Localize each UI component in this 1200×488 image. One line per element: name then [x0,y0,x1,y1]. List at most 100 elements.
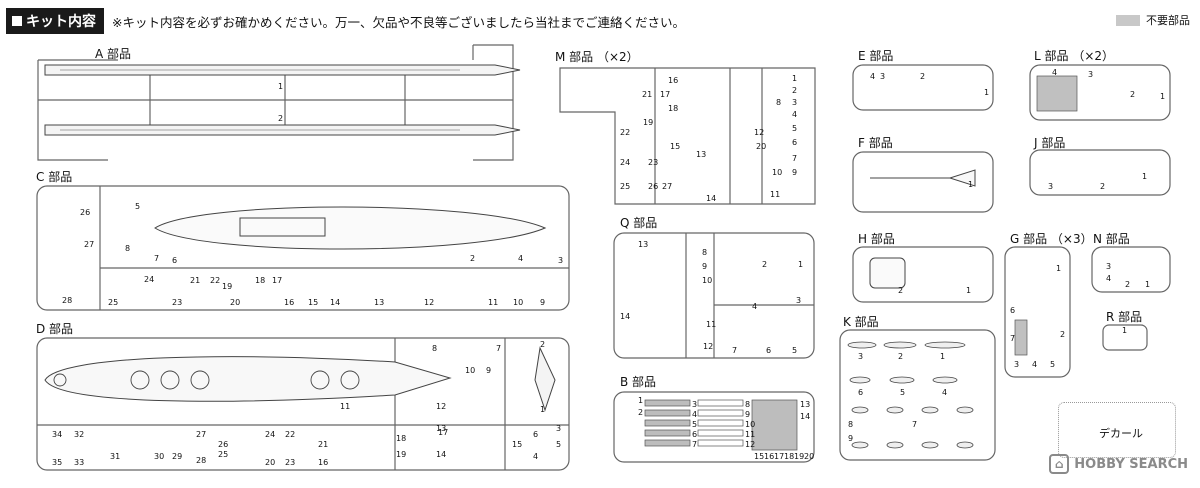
part-number: 18 [396,434,407,443]
part-number: 4 [1052,68,1058,77]
part-number: 24 [620,158,631,167]
part-number: 3 [1048,182,1054,191]
part-number: 17 [660,90,671,99]
l-unused-parts [1036,75,1078,112]
part-number: 6 [172,256,178,265]
part-number: 7 [912,420,918,429]
part-number: 28 [196,456,207,465]
part-number: 8 [776,98,782,107]
part-number: 20 [756,142,767,151]
part-number: 19 [794,452,805,461]
sprue-h-label: H 部品 [858,232,895,246]
part-number: 9 [745,410,751,419]
part-number: 20 [265,458,276,467]
part-number: 26 [80,208,91,217]
part-number: 7 [154,254,160,263]
bow-part-d2 [534,346,556,412]
part-number: 11 [745,430,756,439]
part-number: 4 [942,388,948,397]
part-number: 30 [154,452,165,461]
part-number: 24 [265,430,276,439]
part-number: 17 [438,428,449,437]
part-number: 14 [620,312,631,321]
part-number: 5 [135,202,141,211]
part-number: 2 [920,72,926,81]
part-number: 7 [732,346,738,355]
part-number: 12 [745,440,756,449]
sprue-b-frame [613,391,815,463]
unused-parts-label: 不要部品 [1146,14,1190,27]
unused-swatch [1116,14,1140,26]
sprue-n-label: N 部品 [1093,232,1130,246]
part-number: 1 [966,286,972,295]
part-number: 3 [558,256,564,265]
part-number: 2 [470,254,476,263]
part-number: 1 [1056,264,1062,273]
part-number: 6 [533,430,539,439]
unused-parts-legend: 不要部品 [1116,12,1190,28]
part-number: 2 [1060,330,1066,339]
sprue-d-frame [36,337,570,471]
part-number: 4 [870,72,876,81]
part-number: 4 [533,452,539,461]
part-number: 11 [340,402,351,411]
part-number: 5 [556,440,562,449]
kit-contents-header: キット内容 ※キット内容を必ずお確かめください。万一、欠品や不良等ございましたら… [6,8,685,34]
part-number: 13 [696,150,707,159]
sprue-b-label: B 部品 [620,375,657,389]
part-number: 1 [940,352,946,361]
square-icon [12,16,22,26]
part-number: 8 [745,400,751,409]
part-number: 6 [792,138,798,147]
part-number: 11 [706,320,717,329]
part-number: 23 [285,458,296,467]
part-number: 9 [848,434,854,443]
part-number: 6 [766,346,772,355]
part-number: 9 [540,298,546,307]
hobby-search-logo-icon: ⌂ [1049,454,1070,474]
part-number: 4 [1106,274,1112,283]
part-number: 10 [745,420,756,429]
sprue-g-label: G 部品 （×3） [1010,232,1093,246]
part-number: 3 [796,296,802,305]
part-number: 27 [662,182,673,191]
part-number: 19 [222,282,233,291]
part-number: 33 [74,458,85,467]
part-number: 25 [218,450,229,459]
part-number: 2 [278,114,284,123]
part-number: 22 [285,430,296,439]
part-number: 16 [668,76,679,85]
part-number: 3 [880,72,886,81]
part-number: 2 [540,340,546,349]
part-number: 14 [706,194,717,203]
decal-label: デカール [1099,427,1143,440]
part-number: 9 [702,262,708,271]
part-number: 35 [52,458,63,467]
part-number: 2 [792,86,798,95]
part-number: 9 [792,168,798,177]
part-number: 34 [52,430,63,439]
part-number: 17 [774,452,785,461]
part-number: 18 [668,104,679,113]
part-number: 12 [436,402,447,411]
part-number: 2 [898,352,904,361]
part-number: 27 [196,430,207,439]
part-number: 13 [800,400,811,409]
part-number: 20 [230,298,241,307]
part-number: 3 [692,400,698,409]
part-number: 7 [496,344,502,353]
sprue-e-frame [852,64,994,111]
sprue-m-label: M 部品 （×2） [555,50,639,64]
part-number: 3 [858,352,864,361]
kit-contents-tag: キット内容 [6,8,104,34]
part-number: 4 [792,110,798,119]
part-number: 14 [800,412,811,421]
part-number: 2 [638,408,644,417]
part-number: 2 [1130,90,1136,99]
part-number: 23 [648,158,659,167]
part-number: 1 [798,260,804,269]
part-number: 3 [1106,262,1112,271]
part-number: 16 [284,298,295,307]
part-number: 1 [540,405,546,414]
